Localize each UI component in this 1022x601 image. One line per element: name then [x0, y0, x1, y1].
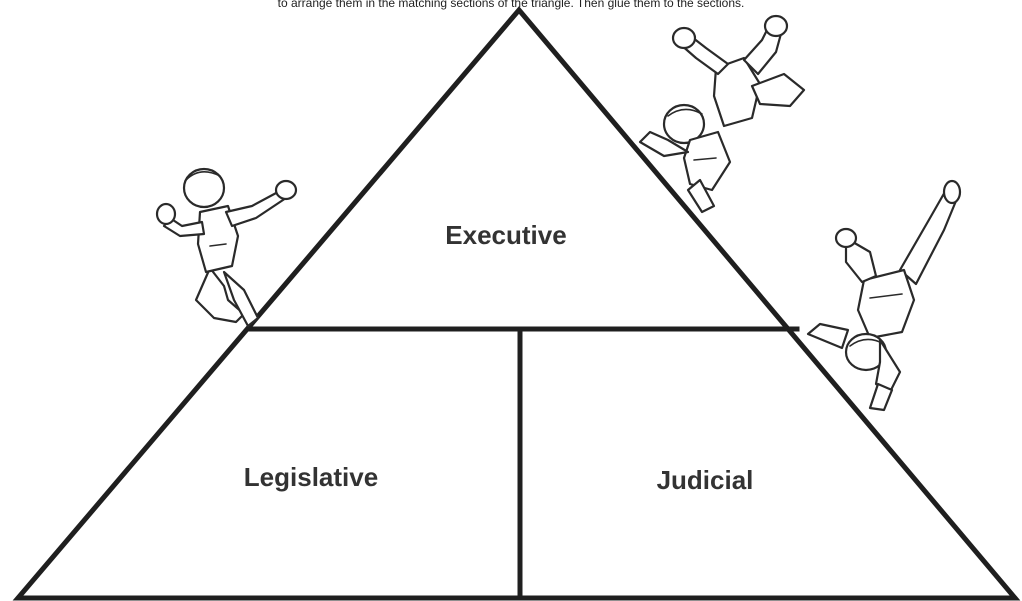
executive-label: Executive: [445, 220, 566, 250]
instruction-text: to arrange them in the matching sections…: [277, 0, 745, 10]
judicial-label: Judicial: [657, 465, 754, 495]
climbing-figure-top-right-icon: [638, 14, 806, 214]
legislative-label: Legislative: [244, 462, 378, 492]
climbing-figure-left-icon: [155, 167, 298, 328]
triangle-outline: [12, 6, 1021, 601]
tumbling-figure-right-icon: [806, 179, 962, 412]
